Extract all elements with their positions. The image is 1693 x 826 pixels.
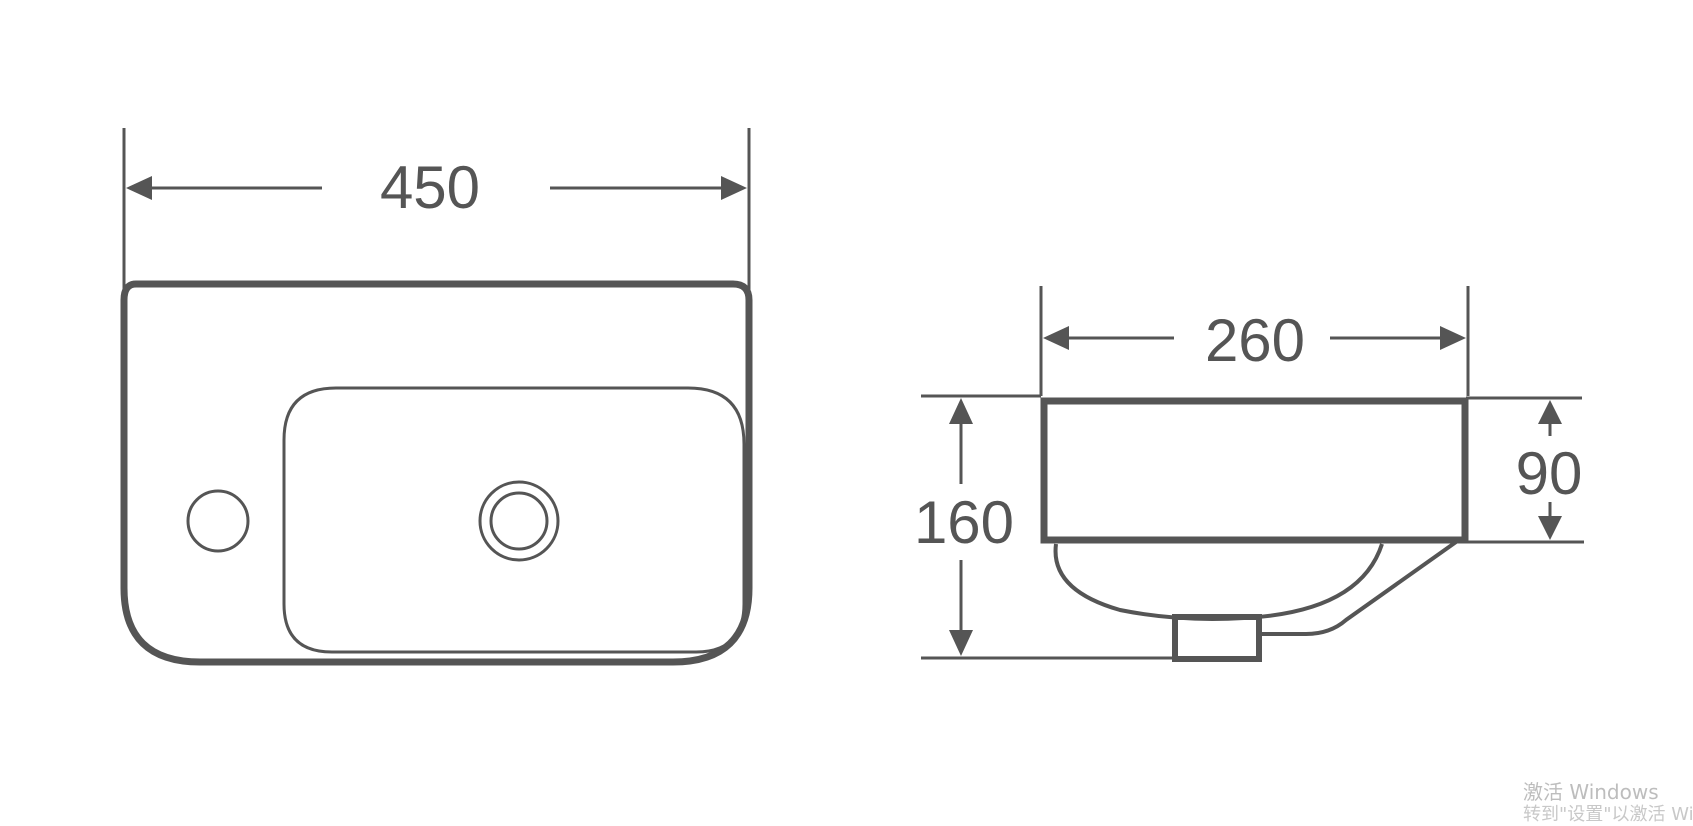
bowl-depth-dimension: 90: [1466, 396, 1584, 544]
bowl-underside: [1053, 543, 1384, 621]
back-support-profile: [1258, 540, 1458, 636]
depth-dimension: 260: [1039, 286, 1470, 396]
windows-activation-watermark-sub: 转到"设置"以激活 Windows。: [1523, 804, 1693, 825]
height-label: 160: [914, 489, 1014, 556]
arrow-down: [949, 630, 973, 656]
basin-rim-profile: [1040, 397, 1469, 544]
width-dimension: 450: [122, 128, 751, 290]
height-dimension: 160: [914, 394, 1174, 660]
arrow-left: [126, 176, 152, 200]
drain-inner: [489, 491, 549, 551]
drain-outlet: [1172, 614, 1262, 662]
bowl-inner-outline: [282, 386, 746, 654]
drain-outer: [478, 480, 560, 562]
depth-label: 260: [1205, 307, 1305, 374]
arrow-up: [949, 398, 973, 424]
side-view: 260 160 90: [914, 286, 1584, 662]
arrow-down: [1538, 516, 1562, 540]
arrow-left: [1043, 326, 1069, 350]
arrow-right: [721, 176, 747, 200]
tap-hole: [186, 489, 250, 553]
basin-outer-outline: [120, 280, 753, 666]
arrow-right: [1440, 326, 1466, 350]
windows-activation-watermark: 激活 Windows: [1523, 780, 1659, 804]
width-label: 450: [380, 154, 480, 221]
top-view: 450: [120, 128, 753, 666]
bowl-depth-label: 90: [1516, 440, 1583, 507]
arrow-up: [1538, 400, 1562, 424]
